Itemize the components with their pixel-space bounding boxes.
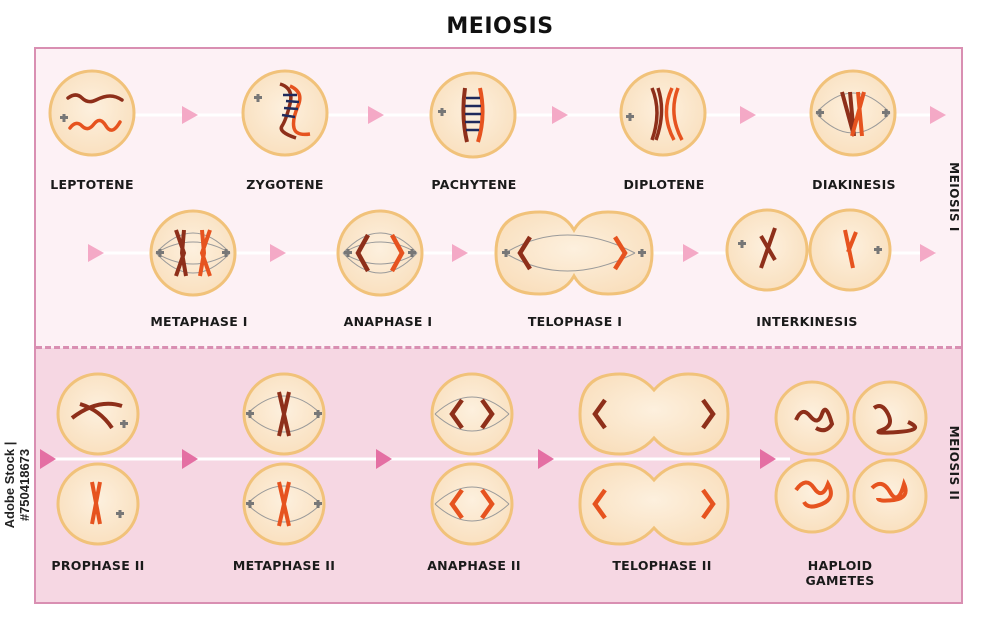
- cell-leptotene: [48, 69, 136, 157]
- label-diakinesis: DIAKINESIS: [812, 177, 896, 192]
- label-leptotene: LEPTOTENE: [50, 177, 134, 192]
- section-label-meiosis-2: MEIOSIS II: [947, 425, 961, 501]
- label-interkinesis: INTERKINESIS: [756, 314, 858, 329]
- cell-zygotene: [241, 69, 329, 157]
- section-label-meiosis-1: MEIOSIS I: [947, 162, 961, 232]
- label-telophase-2: TELOPHASE II: [612, 558, 712, 573]
- cell-interkinesis: [725, 208, 892, 292]
- cell-telophase-1: [494, 210, 654, 296]
- cell-diplotene: [619, 69, 707, 157]
- cell-haploid-gametes: [774, 380, 928, 534]
- cell-prophase-2: [56, 372, 140, 546]
- row-2-arrows: [88, 244, 936, 262]
- cell-anaphase-2: [430, 372, 514, 546]
- cell-anaphase-1: [336, 209, 424, 297]
- label-metaphase-1: METAPHASE I: [150, 314, 248, 329]
- row-1-arrows: [182, 106, 946, 124]
- label-prophase-2: PROPHASE II: [51, 558, 145, 573]
- diagram-title: MEIOSIS: [446, 14, 554, 39]
- stock-watermark-id: Adobe Stock | #750418673: [2, 441, 32, 529]
- label-anaphase-2: ANAPHASE II: [427, 558, 521, 573]
- cell-metaphase-1: [149, 209, 237, 297]
- label-pachytene: PACHYTENE: [431, 177, 517, 192]
- label-haploid-gametes: HAPLOID GAMETES: [805, 558, 875, 588]
- cell-telophase-2: [578, 372, 730, 546]
- cell-pachytene: [429, 71, 517, 159]
- cell-diakinesis: [809, 69, 897, 157]
- label-anaphase-1: ANAPHASE I: [343, 314, 433, 329]
- label-diplotene: DIPLOTENE: [623, 177, 705, 192]
- label-telophase-1: TELOPHASE I: [527, 314, 623, 329]
- label-metaphase-2: METAPHASE II: [232, 558, 336, 573]
- cell-metaphase-2: [242, 372, 326, 546]
- section-divider: [36, 346, 961, 349]
- row-3-arrows: [40, 449, 776, 469]
- label-zygotene: ZYGOTENE: [246, 177, 324, 192]
